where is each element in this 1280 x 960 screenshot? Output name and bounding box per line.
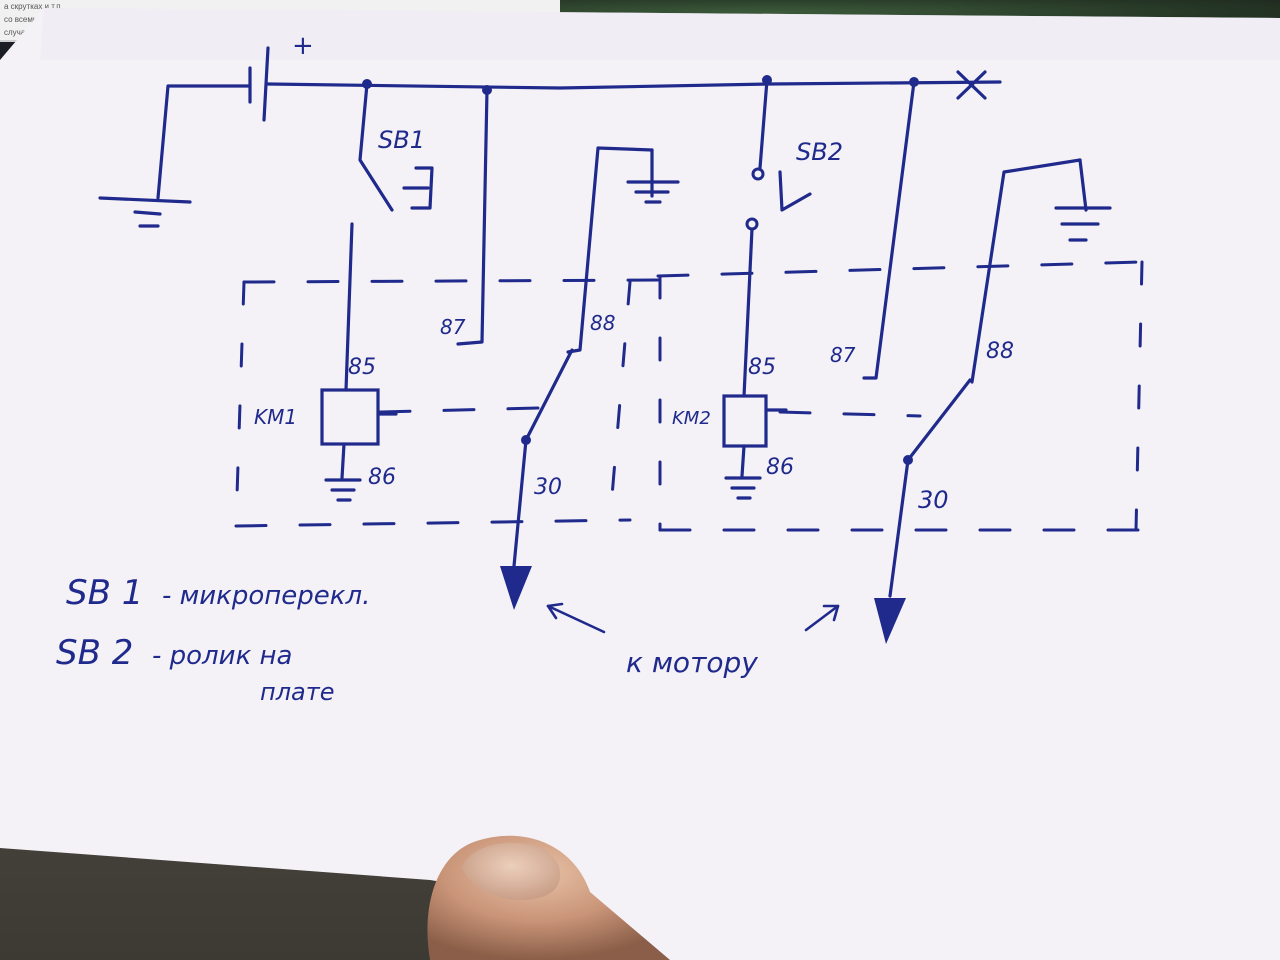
- km1-contact: [500, 146, 680, 610]
- km1-85-label: 85: [348, 355, 376, 380]
- relay-enclosure-km1: [234, 278, 662, 528]
- sb1-switch: [344, 82, 434, 392]
- km2-86-label: 86: [766, 455, 794, 480]
- km2-coil: [722, 394, 788, 500]
- relay-enclosure-km2: [656, 260, 1144, 532]
- motor-note-text: к мотору: [626, 646, 758, 679]
- legend-sb1-desc: - микроперекл.: [162, 581, 370, 611]
- sb2-switch: [742, 78, 812, 398]
- sb2-label: SB2: [796, 138, 843, 166]
- power-rail: [98, 46, 1002, 228]
- legend: SB 1 - микроперекл. SB 2 - ролик на плат…: [56, 573, 370, 706]
- legend-sb2-desc-line2: плате: [260, 678, 334, 706]
- paper-surface: [0, 8, 1280, 960]
- legend-sb2-key: SB 2: [56, 633, 133, 673]
- km2-87-label: 87: [830, 343, 856, 367]
- km1-88-label: 88: [590, 311, 615, 335]
- km1-coil: [320, 388, 398, 502]
- motor-note: к мотору: [546, 602, 840, 679]
- sb1-label: SB1: [378, 126, 425, 154]
- legend-sb2-desc-line1: - ролик на: [152, 641, 292, 671]
- battery-plus-label: +: [292, 31, 314, 61]
- legend-sb1-key: SB 1: [66, 573, 143, 613]
- km1-30-label: 30: [534, 475, 562, 500]
- km2-30-label: 30: [918, 486, 949, 514]
- km2-85-label: 85: [748, 355, 776, 380]
- battery-plate-long: [262, 46, 270, 122]
- km2-contact: [874, 158, 1112, 644]
- km2-label: KM2: [672, 408, 711, 429]
- km1-87-wire: [456, 88, 489, 346]
- km2-88-label: 88: [986, 339, 1014, 364]
- km1-label: KM1: [254, 405, 297, 429]
- km1-87-label: 87: [440, 315, 466, 339]
- km1-86-label: 86: [368, 465, 396, 490]
- km2-87-wire: [862, 80, 916, 380]
